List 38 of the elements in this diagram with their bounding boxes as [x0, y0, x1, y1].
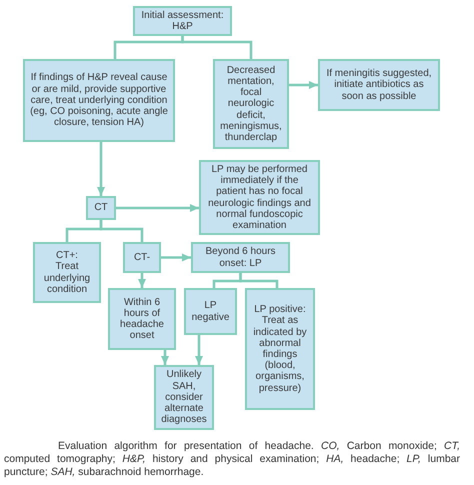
arrow [116, 204, 199, 212]
flowchart-box [318, 59, 440, 111]
box-text: LP positive: Treat as indicated by abnormal findings (blood, organisms, pressure) [252, 304, 308, 394]
box-text: LP may be performed immediately if the patient has no focal neurologic findings and normal fundoscopic examination [207, 164, 312, 232]
arrow [161, 350, 169, 365]
flowchart-box [191, 242, 290, 273]
box-text: Within 6 hours of headache onset [119, 296, 165, 342]
connector-line [239, 273, 278, 288]
box-text: Treat underlying condition [42, 261, 92, 295]
box-text: If meningitis suggested, initiate antibiotics as soon as possible [325, 68, 433, 102]
connector-line [181, 36, 252, 59]
box-text: CT [94, 202, 108, 214]
arrow [161, 254, 191, 262]
box-text: CT- [134, 252, 150, 264]
box-text: LP negative [190, 300, 230, 323]
flowchart-box [86, 196, 116, 220]
box-text: If findings of H&P reveal cause or are mild, provide supportive care, treat underlying condition (eg, CO poisoning, acute angle closure, tension HA) [29, 72, 169, 128]
flowchart-box [213, 59, 289, 149]
box-text: Decreased mentation, focal neurologic deficit, meningismus, thunderclap [219, 64, 283, 144]
box-text: Beyond 6 hours onset: LP [204, 246, 277, 269]
connector-line [100, 220, 144, 242]
flowchart-box [33, 242, 101, 303]
box-text: CT+: [56, 250, 78, 262]
flowchart-box [184, 288, 237, 335]
flowchart-box [245, 288, 315, 410]
arrow [97, 142, 105, 196]
box-text: Initial assessment: H&P [140, 10, 225, 32]
caption: Evaluation algorithm for presentation of headache. CO, Carbon monoxide; CT, computed tomography; H&P, history and physical examination; HA, headache; LP, lumbar puncture; SAH, subarachnoid hemorrhage. [4, 440, 460, 479]
flowchart-box [154, 365, 214, 430]
box-text: Unlikely SAH, consider alternate diagnoses [160, 369, 208, 426]
flowchart-box [133, 6, 232, 36]
flowchart-box [23, 59, 175, 142]
arrow [195, 335, 203, 365]
flowchart-box [108, 288, 176, 350]
arrow [138, 273, 146, 288]
arrow [289, 81, 318, 89]
flowchart-box [123, 242, 161, 273]
flowchart-box [199, 160, 320, 235]
